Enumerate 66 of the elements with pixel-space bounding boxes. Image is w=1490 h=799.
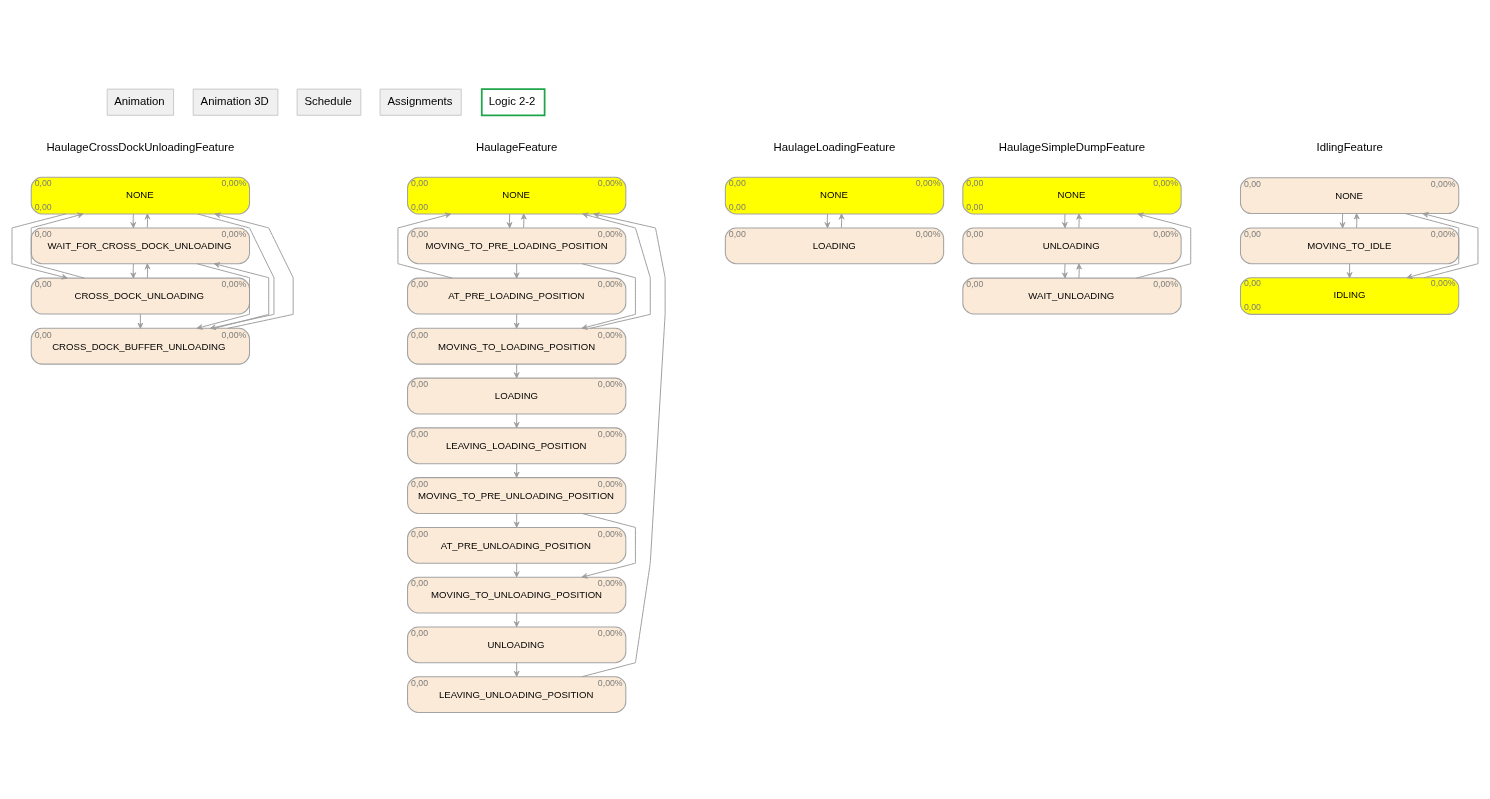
arrow: [197, 213, 275, 330]
node-box: 0,00 0,00% LOADING: [407, 377, 627, 415]
arrow: [513, 662, 520, 677]
arrow: [130, 213, 137, 229]
node-box: 0,00 0,00% AT_PRE_UNLOADING_POSITION: [407, 526, 627, 564]
arrow: [1076, 213, 1082, 229]
arrow: [521, 213, 527, 229]
node-box: 0,00 0,00% MOVING_TO_PRE_UNLOADING_POSITION: [407, 477, 627, 514]
arrow: [506, 213, 513, 229]
label: Animation: [114, 95, 165, 108]
arrow: [1422, 212, 1479, 279]
arrow: [1061, 263, 1068, 279]
node-box: 0,00 0,00% MOVING_TO_PRE_LOADING_POSITION: [407, 227, 627, 265]
node-box: 0,00 0,00% MOVING_TO_IDLE: [1239, 227, 1460, 265]
label: HaulageFeature: [476, 140, 558, 153]
label: HaulageLoadingFeature: [773, 140, 896, 153]
node-box: 0,00 0,00% CROSS_DOCK_UNLOADING: [30, 277, 251, 315]
label: IdlingFeature: [1316, 140, 1383, 153]
arrow: [513, 562, 520, 578]
arrow: [824, 213, 831, 229]
arrow: [1076, 263, 1082, 279]
arrow: [513, 363, 520, 379]
arrow: [513, 413, 520, 429]
node-box: 0,00 0,00% LEAVING_UNLOADING_POSITION: [407, 676, 627, 714]
node-box: 0,00 0,00% LEAVING_LOADING_POSITION: [407, 427, 627, 465]
node-box: 0,00 0,00% NONE 0,00: [962, 176, 1182, 215]
label: Schedule: [304, 95, 352, 108]
arrow: [1339, 213, 1346, 229]
node-box: 0,00 0,00% WAIT_UNLOADING: [962, 277, 1182, 315]
node-box: 0,00 0,00% AT_PRE_LOADING_POSITION: [407, 277, 627, 315]
arrow: [1353, 213, 1360, 229]
arrow: [11, 213, 68, 280]
node-box: 0,00 0,00% UNLOADING: [407, 626, 627, 664]
arrow: [30, 212, 85, 279]
arrow: [513, 612, 520, 628]
arrow: [130, 263, 137, 279]
label: Logic 2-2: [488, 95, 536, 108]
arrow: [144, 213, 151, 229]
node-box: 0,00 0,00% NONE: [1239, 177, 1460, 215]
node-box: 0,00 0,00% LOADING: [724, 227, 945, 265]
arrow: [214, 212, 294, 329]
arrow: [838, 213, 845, 229]
node-box: 0,00 0,00% CROSS_DOCK_BUFFER_UNLOADING: [30, 327, 251, 365]
node-box: 0,00 0,00% MOVING_TO_UNLOADING_POSITION: [407, 576, 627, 614]
arrow: [144, 263, 151, 279]
arrow: [1061, 213, 1068, 229]
node-box: 0,00 0,00% MOVING_TO_LOADING_POSITION: [407, 327, 627, 365]
label: Animation 3D: [200, 95, 269, 108]
label: Assignments: [387, 95, 453, 108]
node-box: 0,00 0,00% NONE 0,00: [724, 176, 945, 215]
label: HaulageSimpleDumpFeature: [998, 140, 1146, 153]
arrow: [1346, 263, 1353, 279]
label: HaulageCrossDockUnloadingFeature: [46, 140, 235, 153]
arrow: [196, 263, 250, 330]
arrow: [137, 313, 144, 329]
node-box: 0,00 0,00% IDLING 0,00: [1239, 277, 1460, 315]
node-box: 0,00 0,00% UNLOADING: [962, 227, 1182, 265]
node-box: 0,00 0,00% WAIT_FOR_CROSS_DOCK_UNLOADING: [30, 227, 251, 265]
arrow: [513, 513, 520, 528]
node-box: 0,00 0,00% NONE 0,00: [407, 176, 627, 215]
arrow: [513, 263, 520, 279]
arrow: [213, 262, 270, 329]
node-box: 0,00 0,00% NONE 0,00: [30, 176, 251, 215]
arrow: [513, 313, 520, 329]
arrow: [1405, 213, 1460, 280]
arrow: [582, 212, 651, 329]
